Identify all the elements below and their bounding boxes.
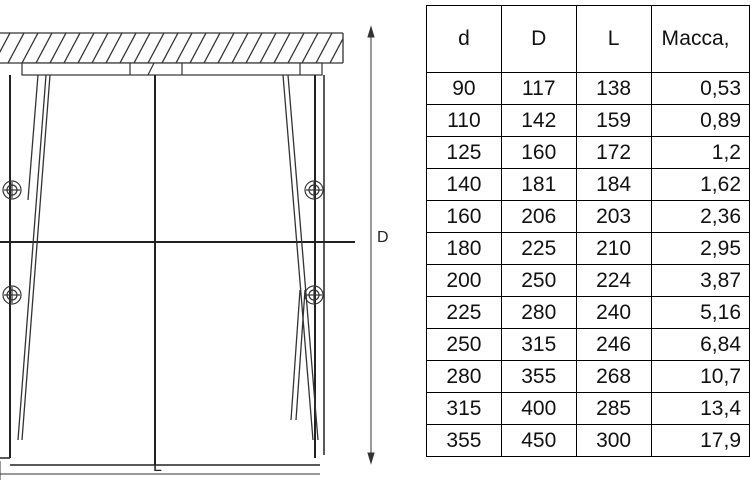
- table-row: 125 160 172 1,2: [426, 136, 750, 169]
- technical-drawing: D L: [0, 25, 389, 480]
- cell-L: 300: [575, 424, 652, 457]
- cell-mass: 10,7: [650, 360, 750, 393]
- cell-L: 138: [575, 72, 652, 105]
- clamp-strip: [21, 62, 323, 76]
- body-outline: [0, 75, 355, 466]
- cell-L: 240: [575, 296, 652, 329]
- table-row: 180 225 210 2,95: [426, 232, 750, 265]
- header-d: d: [426, 5, 502, 73]
- cell-L: 285: [575, 392, 652, 425]
- cell-mass: 17,9: [650, 424, 750, 457]
- bolt-icon: [2, 285, 22, 305]
- table-header-row: d D L Масса,: [426, 5, 750, 73]
- cell-mass: 1,62: [650, 168, 750, 201]
- hatched-flange: [0, 32, 344, 64]
- cell-L: 203: [575, 200, 652, 233]
- cell-D: 315: [500, 328, 577, 361]
- cell-d: 140: [426, 168, 502, 201]
- cell-mass: 0,89: [650, 104, 750, 137]
- table-row: 355 450 300 17,9: [426, 424, 750, 457]
- cell-mass: 3,87: [650, 264, 750, 297]
- cell-D: 280: [500, 296, 577, 329]
- cell-mass: 6,84: [650, 328, 750, 361]
- cell-D: 206: [500, 200, 577, 233]
- cell-mass: 13,4: [650, 392, 750, 425]
- cell-mass: 2,95: [650, 232, 750, 265]
- cell-mass: 0,53: [650, 72, 750, 105]
- table-row: 110 142 159 0,89: [426, 104, 750, 137]
- cell-d: 125: [426, 136, 502, 169]
- cell-d: 90: [426, 72, 502, 105]
- cell-mass: 5,16: [650, 296, 750, 329]
- cell-d: 110: [426, 104, 502, 137]
- cell-d: 280: [426, 360, 502, 393]
- cell-D: 355: [500, 360, 577, 393]
- cell-L: 246: [575, 328, 652, 361]
- cell-d: 225: [426, 296, 502, 329]
- table-row: 160 206 203 2,36: [426, 200, 750, 233]
- table-row: 140 181 184 1,62: [426, 168, 750, 201]
- cell-D: 160: [500, 136, 577, 169]
- bolt-icon: [304, 180, 324, 200]
- cell-D: 400: [500, 392, 577, 425]
- cell-L: 159: [575, 104, 652, 137]
- table-row: 200 250 224 3,87: [426, 264, 750, 297]
- cell-mass: 2,36: [650, 200, 750, 233]
- bolt-icon: [2, 180, 22, 200]
- table-row: 250 315 246 6,84: [426, 328, 750, 361]
- header-mass: Масса,: [650, 5, 750, 73]
- cell-L: 224: [575, 264, 652, 297]
- cell-D: 142: [500, 104, 577, 137]
- cell-D: 250: [500, 264, 577, 297]
- cell-L: 184: [575, 168, 652, 201]
- slanted-walls: [17, 74, 319, 441]
- cell-D: 450: [500, 424, 577, 457]
- header-D: D: [500, 5, 577, 73]
- cell-L: 268: [575, 360, 652, 393]
- cell-D: 117: [500, 72, 577, 105]
- table-row: 225 280 240 5,16: [426, 296, 750, 329]
- cell-D: 181: [500, 168, 577, 201]
- table-row: 90 117 138 0,53: [426, 72, 750, 105]
- dimensions-table: d D L Масса, 90 117 138 0,53 110 142 159…: [426, 5, 750, 457]
- cell-d: 355: [426, 424, 502, 457]
- cell-L: 172: [575, 136, 652, 169]
- dimension-D-label: D: [377, 229, 389, 246]
- table-row: 280 355 268 10,7: [426, 360, 750, 393]
- table-row: 315 400 285 13,4: [426, 392, 750, 425]
- cell-D: 225: [500, 232, 577, 265]
- bolt-icon: [304, 285, 324, 305]
- cell-d: 180: [426, 232, 502, 265]
- dimension-L-line: [0, 461, 320, 480]
- dimension-L-label: L: [153, 458, 162, 475]
- cell-d: 250: [426, 328, 502, 361]
- dimension-D-line: [367, 25, 375, 465]
- cell-L: 210: [575, 232, 652, 265]
- cell-d: 200: [426, 264, 502, 297]
- cell-mass: 1,2: [650, 136, 750, 169]
- cell-d: 315: [426, 392, 502, 425]
- header-L: L: [575, 5, 652, 73]
- cell-d: 160: [426, 200, 502, 233]
